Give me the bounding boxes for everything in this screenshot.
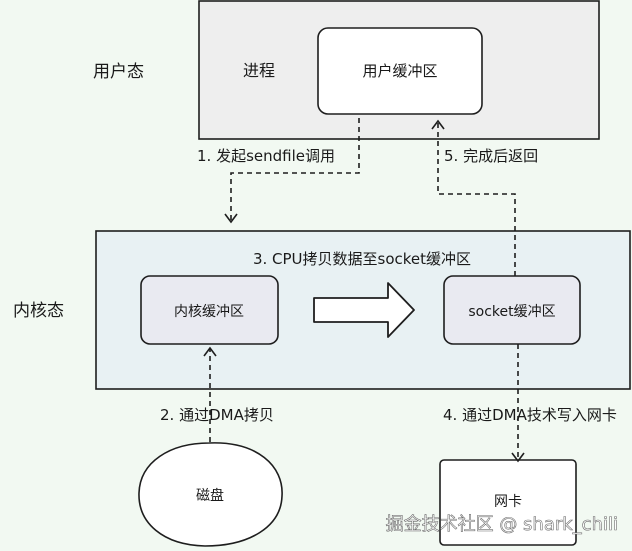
socket-buffer-box (443, 275, 581, 345)
user-mode-label: 用户态 (93, 62, 144, 82)
step2-arrowhead (203, 346, 217, 357)
step4-label: 4. 通过DMA技术写入网卡 (443, 406, 617, 424)
nic-label: 网卡 (494, 494, 522, 510)
step5-arrowhead (431, 119, 445, 130)
nic-box (439, 459, 577, 546)
disk-ellipse (138, 442, 283, 547)
kernel-buffer-label: 内核缓冲区 (174, 304, 244, 320)
watermark-text: 掘金技术社区 @ shark_chili (386, 514, 618, 535)
step4-arrowhead (511, 452, 525, 463)
process-label: 进程 (243, 61, 275, 80)
step2-label: 2. 通过DMA拷贝 (160, 406, 274, 424)
socket-buffer-label: socket缓冲区 (468, 304, 555, 320)
step1-label: 1. 发起sendfile调用 (197, 147, 335, 165)
cpu-copy-arrow (313, 282, 415, 338)
user-buffer-box (317, 27, 483, 115)
step1-connector (230, 118, 360, 221)
step5-connector (437, 122, 516, 276)
step5-label: 5. 完成后返回 (444, 147, 538, 165)
disk-label: 磁盘 (196, 487, 224, 504)
user-buffer-label: 用户缓冲区 (362, 62, 437, 80)
kernel-mode-label: 内核态 (13, 301, 64, 321)
step3-label: 3. CPU拷贝数据至socket缓冲区 (253, 250, 471, 268)
step1-arrowhead (224, 213, 238, 224)
kernel-buffer-box (140, 275, 279, 345)
